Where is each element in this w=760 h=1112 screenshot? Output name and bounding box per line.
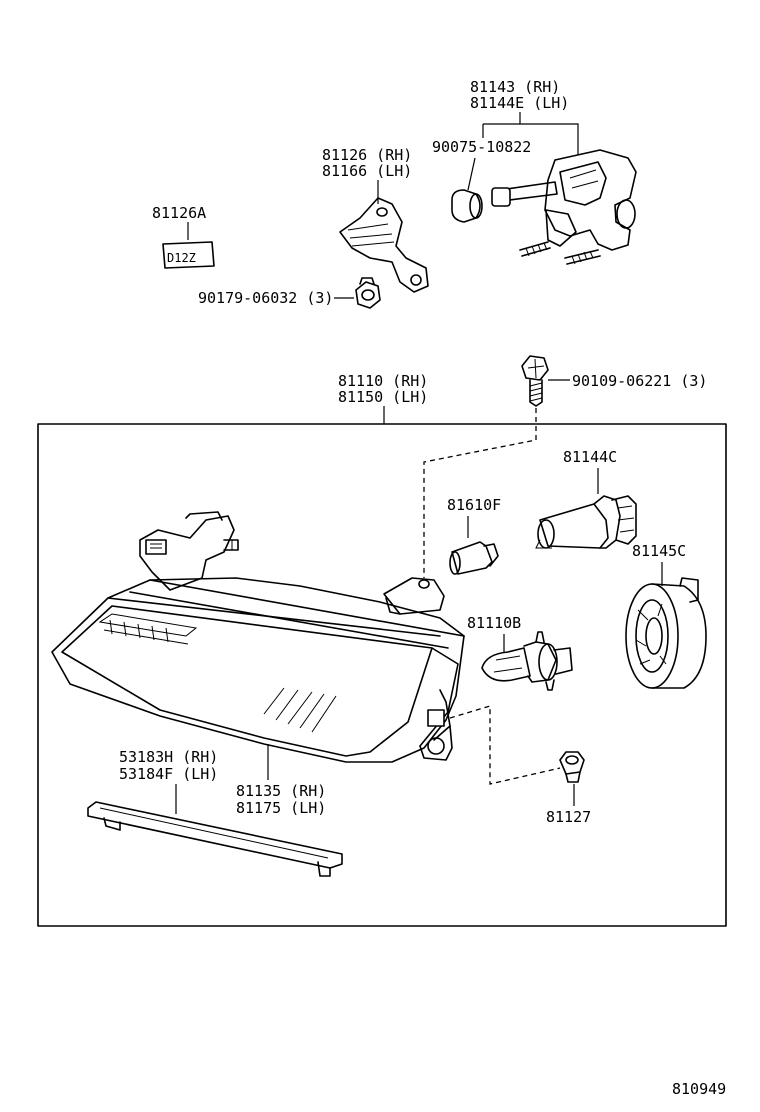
part-81143-rh-text[interactable]: 81143 (RH)	[470, 78, 560, 96]
part-81145c-text[interactable]: 81145C	[632, 542, 686, 560]
screw-90109-drawing	[521, 355, 549, 407]
assembly-frame	[37, 423, 727, 927]
headlamp-housing-drawing	[51, 511, 465, 763]
part-90109-label[interactable]: 90109-06221 (3)	[572, 372, 707, 390]
dashed-path-81127	[449, 705, 561, 785]
part-81144e-lh-text[interactable]: 81144E (LH)	[470, 94, 569, 112]
dashed-path-screw	[423, 408, 537, 578]
part-81166-lh-text[interactable]: 81166 (LH)	[322, 162, 412, 180]
part-81610f-text[interactable]: 81610F	[447, 496, 501, 514]
bulb-81610f-drawing	[449, 541, 499, 575]
part-81127-label[interactable]: 81127	[546, 808, 591, 826]
part-90075-label[interactable]: 90075-10822	[432, 138, 531, 156]
diagram-id: 810949	[672, 1080, 726, 1098]
caution-label-text: D12Z	[167, 251, 196, 265]
part-81126-rh-text[interactable]: 81126 (RH)	[322, 146, 412, 164]
part-81135-rh-text[interactable]: 81135 (RH)	[236, 782, 326, 800]
part-81145c-label[interactable]: 81145C	[632, 542, 686, 560]
part-81110b-text[interactable]: 81110B	[467, 614, 521, 632]
part-81127-text[interactable]: 81127	[546, 808, 591, 826]
part-81150-lh-text[interactable]: 81150 (LH)	[338, 388, 428, 406]
part-90179-label[interactable]: 90179-06032 (3)	[198, 289, 333, 307]
part-81143-label[interactable]: 81143 (RH) 81144E (LH)	[470, 78, 569, 112]
part-81110b-label[interactable]: 81110B	[467, 614, 521, 632]
bulb-81110b-drawing	[481, 631, 573, 691]
part-90179-text[interactable]: 90179-06032 (3)	[198, 289, 333, 307]
part-53184f-lh-text[interactable]: 53184F (LH)	[119, 765, 218, 783]
part-81144c-label[interactable]: 81144C	[563, 448, 617, 466]
part-81110-label[interactable]: 81110 (RH) 81150 (LH)	[338, 372, 428, 406]
part-81126-label[interactable]: 81126 (RH) 81166 (LH)	[322, 146, 412, 180]
part-81610f-label[interactable]: 81610F	[447, 496, 501, 514]
part-81126a-label[interactable]: 81126A	[152, 204, 206, 222]
bracket-81126-drawing	[339, 197, 429, 293]
part-81175-lh-text[interactable]: 81175 (LH)	[236, 799, 326, 817]
nut-90179-drawing	[355, 277, 381, 309]
part-53183h-rh-text[interactable]: 53183H (RH)	[119, 748, 218, 766]
part-53183h-label[interactable]: 53183H (RH) 53184F (LH)	[119, 748, 218, 783]
part-81126a-text[interactable]: 81126A	[152, 204, 206, 222]
part-81144c-text[interactable]: 81144C	[563, 448, 617, 466]
cover-81145c-drawing	[625, 577, 707, 689]
leader-90075	[467, 157, 476, 191]
trim-strip-53183h-drawing	[87, 801, 343, 877]
bulb-socket-81144c-drawing	[535, 495, 637, 549]
part-81135-label[interactable]: 81135 (RH) 81175 (LH)	[236, 782, 326, 817]
grommet-81127-drawing	[559, 751, 585, 783]
part-90075-text[interactable]: 90075-10822	[432, 138, 531, 156]
caution-label-81126a: D12Z	[162, 241, 215, 269]
part-90109-text[interactable]: 90109-06221 (3)	[572, 372, 707, 390]
leader-81143	[519, 112, 579, 155]
leveling-motor-drawing	[451, 149, 637, 265]
part-81110-rh-text[interactable]: 81110 (RH)	[338, 372, 428, 390]
